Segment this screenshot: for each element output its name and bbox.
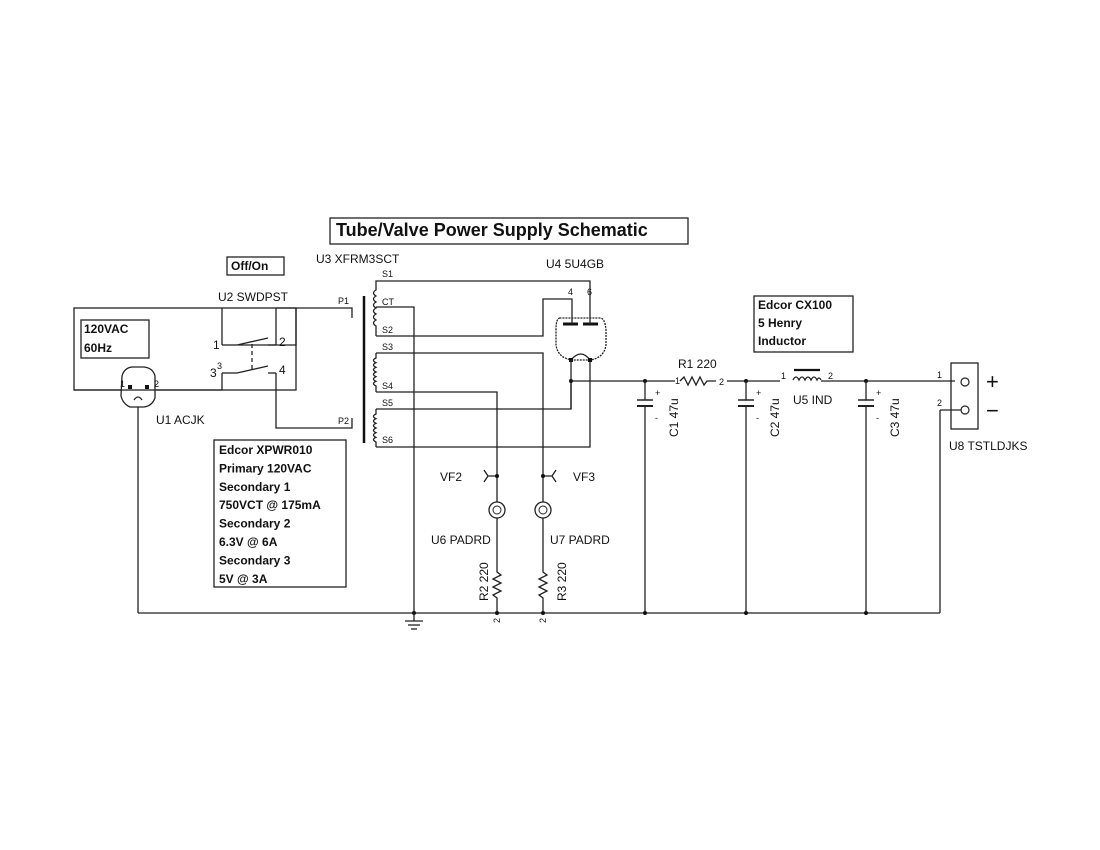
- r3-label: R3 220: [555, 562, 569, 601]
- r1-label: R1 220: [678, 357, 717, 371]
- pin-s3: S3: [382, 342, 393, 352]
- capacitor-c2: [738, 381, 754, 613]
- transformer-note-box: [213, 439, 347, 588]
- transformer-note-line: Primary 120VAC: [219, 461, 312, 475]
- u7-label: U7 PADRD: [550, 533, 610, 547]
- r1-pin: 1: [675, 376, 680, 386]
- capacitor-c1: [637, 381, 653, 613]
- tube-pin: 4: [568, 287, 573, 297]
- switch-pin: 4: [279, 363, 286, 377]
- transformer-note-line: 6.3V @ 6A: [219, 535, 278, 549]
- cap-plus: +: [655, 388, 660, 398]
- transformer-note-line: Secondary 3: [219, 553, 291, 567]
- pin-ct: CT: [382, 297, 394, 307]
- inductor-note-line: 5 Henry: [758, 316, 802, 330]
- switch-note: Off/On: [231, 259, 268, 273]
- switch-pin: 3: [210, 366, 217, 380]
- resistor-r2: [491, 568, 503, 604]
- output-jack-u8: [950, 362, 979, 430]
- vf3-label: VF3: [573, 470, 595, 484]
- pin-s6: S6: [382, 435, 393, 445]
- title-box: [329, 217, 689, 245]
- pin-s2: S2: [382, 325, 393, 335]
- r1-pin: 2: [719, 377, 724, 387]
- u2-label: U2 SWDPST: [218, 290, 289, 304]
- resistor-r1: [679, 375, 716, 387]
- tube-pin: 6: [587, 287, 592, 297]
- transformer-note-line: Secondary 1: [219, 480, 291, 494]
- ground-symbol: [405, 613, 423, 630]
- inductor-note-box: [753, 295, 854, 353]
- pin-s4: S4: [382, 381, 393, 391]
- rectifier-tube-u4: [555, 317, 607, 362]
- secondary-coil-1: [372, 282, 378, 336]
- switch-pin: 1: [213, 338, 220, 352]
- cap-minus: -: [655, 413, 658, 423]
- jack-pin-label: 2: [154, 379, 159, 389]
- inductor-pin: 1: [781, 371, 786, 381]
- secondary-coil-2: [372, 353, 378, 392]
- u1-label: U1 ACJK: [156, 413, 205, 427]
- transformer-note-line: 750VCT @ 175mA: [219, 498, 321, 512]
- cap-minus: -: [756, 413, 759, 423]
- ac-jack-u1: [120, 366, 156, 408]
- fuse-vf3: [543, 469, 557, 483]
- inductor-note-line: Inductor: [758, 334, 806, 348]
- capacitor-c3: [858, 381, 874, 613]
- output-terminal-negative: [960, 405, 970, 415]
- cap-plus: +: [876, 388, 881, 398]
- pilot-lamp-u6: [488, 501, 506, 519]
- wire: [238, 308, 297, 346]
- u6-label: U6 PADRD: [431, 533, 491, 547]
- inductor-pin: 2: [828, 371, 833, 381]
- pin-p2: P2: [338, 416, 349, 426]
- transformer-note-line: Edcor XPWR010: [219, 443, 313, 457]
- vf2-label: VF2: [440, 470, 462, 484]
- pilot-lamp-u7: [534, 501, 552, 519]
- inductor-note-line: Edcor CX100: [758, 298, 832, 312]
- plus-sign: +: [986, 369, 999, 394]
- r2-pin: 2: [492, 618, 502, 623]
- u4-label: U4 5U4GB: [546, 257, 604, 271]
- cap-plus: +: [756, 388, 761, 398]
- pin-s1: S1: [382, 269, 393, 279]
- pin-p1: P1: [338, 296, 349, 306]
- jack-pin-label: 1: [120, 379, 125, 389]
- fuse-vf2: [483, 469, 497, 483]
- secondary-coil-3: [372, 409, 378, 447]
- switch-pin: 2: [279, 335, 286, 349]
- c1-label: C1 47u: [667, 398, 681, 437]
- switch-note-box: [226, 256, 285, 276]
- resistor-r3: [537, 568, 549, 604]
- u5-label: U5 IND: [793, 393, 833, 407]
- transformer-note-line: Secondary 2: [219, 517, 291, 531]
- u3-label: U3 XFRM3SCT: [316, 252, 400, 266]
- schematic-title: Tube/Valve Power Supply Schematic: [336, 220, 648, 240]
- c2-label: C2 47u: [768, 398, 782, 437]
- output-pin: 1: [937, 370, 942, 380]
- r3-pin: 2: [538, 618, 548, 623]
- pin-s5: S5: [382, 398, 393, 408]
- inductor-u5: [792, 376, 822, 382]
- switch-pin: 3: [217, 361, 222, 371]
- r2-label: R2 220: [477, 562, 491, 601]
- cap-minus: -: [876, 413, 879, 423]
- transformer-note-line: 5V @ 3A: [219, 572, 268, 586]
- output-pin: 2: [937, 398, 942, 408]
- c3-label: C3 47u: [888, 398, 902, 437]
- mains-note-box: [80, 319, 150, 359]
- mains-note-line: 120VAC: [84, 322, 129, 336]
- u8-label: U8 TSTLDJKS: [949, 439, 1027, 453]
- output-terminal-positive: [960, 377, 970, 387]
- minus-sign: −: [986, 398, 999, 423]
- mains-note-line: 60Hz: [84, 341, 112, 355]
